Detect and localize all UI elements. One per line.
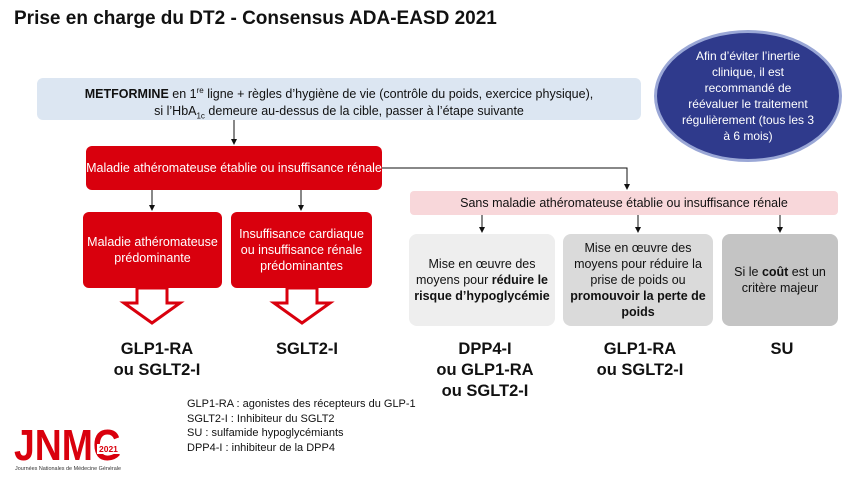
jnmg-logo-graphic: JNMG 2021 Journées Nationales de Médecin…: [14, 421, 122, 472]
svg-text:Journées Nationales de Médecin: Journées Nationales de Médecine Générale: [15, 466, 121, 472]
predominant-heart-kidney-failure-box: Insuffisance cardiaque ou insuffisance r…: [231, 212, 372, 288]
metformin-line-1: METFORMINE en 1re ligne + règles d’hygiè…: [84, 86, 594, 102]
metformin-line-2: si l’HbA1c demeure au-dessus de la cible…: [154, 104, 524, 121]
atheroma-box: Maladie athéromateuse établie ou insuffi…: [86, 146, 382, 190]
down-arrow-right: [269, 286, 335, 325]
abbreviation-legend: GLP1-RA : agonistes des récepteurs du GL…: [187, 397, 416, 455]
legend-item: DPP4-I : inhibiteur de la DPP4: [187, 441, 335, 454]
result-heart-kidney: SGLT2-I: [275, 340, 339, 358]
page-title: Prise en charge du DT2 - Consensus ADA-E…: [14, 8, 497, 29]
hypoglycemia-risk-box: Mise en œuvre des moyens pour réduire le…: [409, 234, 555, 326]
result-atheroma: GLP1-RA ou SGLT2-I: [113, 340, 201, 379]
no-atheroma-box: Sans maladie athéromateuse établie ou in…: [410, 191, 838, 215]
weight-loss-box: Mise en œuvre des moyens pour réduire la…: [563, 234, 713, 326]
legend-item: GLP1-RA : agonistes des récepteurs du GL…: [187, 398, 416, 410]
result-cost: SU: [770, 340, 794, 358]
connector-atheroma-to-no-atheroma: [382, 167, 630, 190]
predominant-atheroma-box: Maladie athéromateuse prédominante: [83, 212, 222, 288]
cost-box: Si le coût est un critère majeur: [722, 234, 838, 326]
metformin-box: METFORMINE en 1re ligne + règles d’hygiè…: [37, 78, 641, 121]
result-hypoglycemia: DPP4-I ou GLP1-RA ou SGLT2-I: [436, 340, 534, 400]
legend-item: SU : sulfamide hypoglycémiants: [187, 427, 344, 439]
reassessment-advice-circle: Afin d’éviter l’inertie clinique, il est…: [654, 30, 842, 162]
svg-text:2021: 2021: [99, 444, 118, 454]
jnmg-logo: JNMG 2021 Journées Nationales de Médecin…: [14, 414, 124, 474]
metformin-label: METFORMINE: [84, 87, 169, 102]
result-weight: GLP1-RA ou SGLT2-I: [596, 340, 684, 379]
down-arrow-left: [119, 286, 185, 325]
legend-item: SGLT2-I : Inhibiteur du SGLT2: [187, 412, 335, 425]
